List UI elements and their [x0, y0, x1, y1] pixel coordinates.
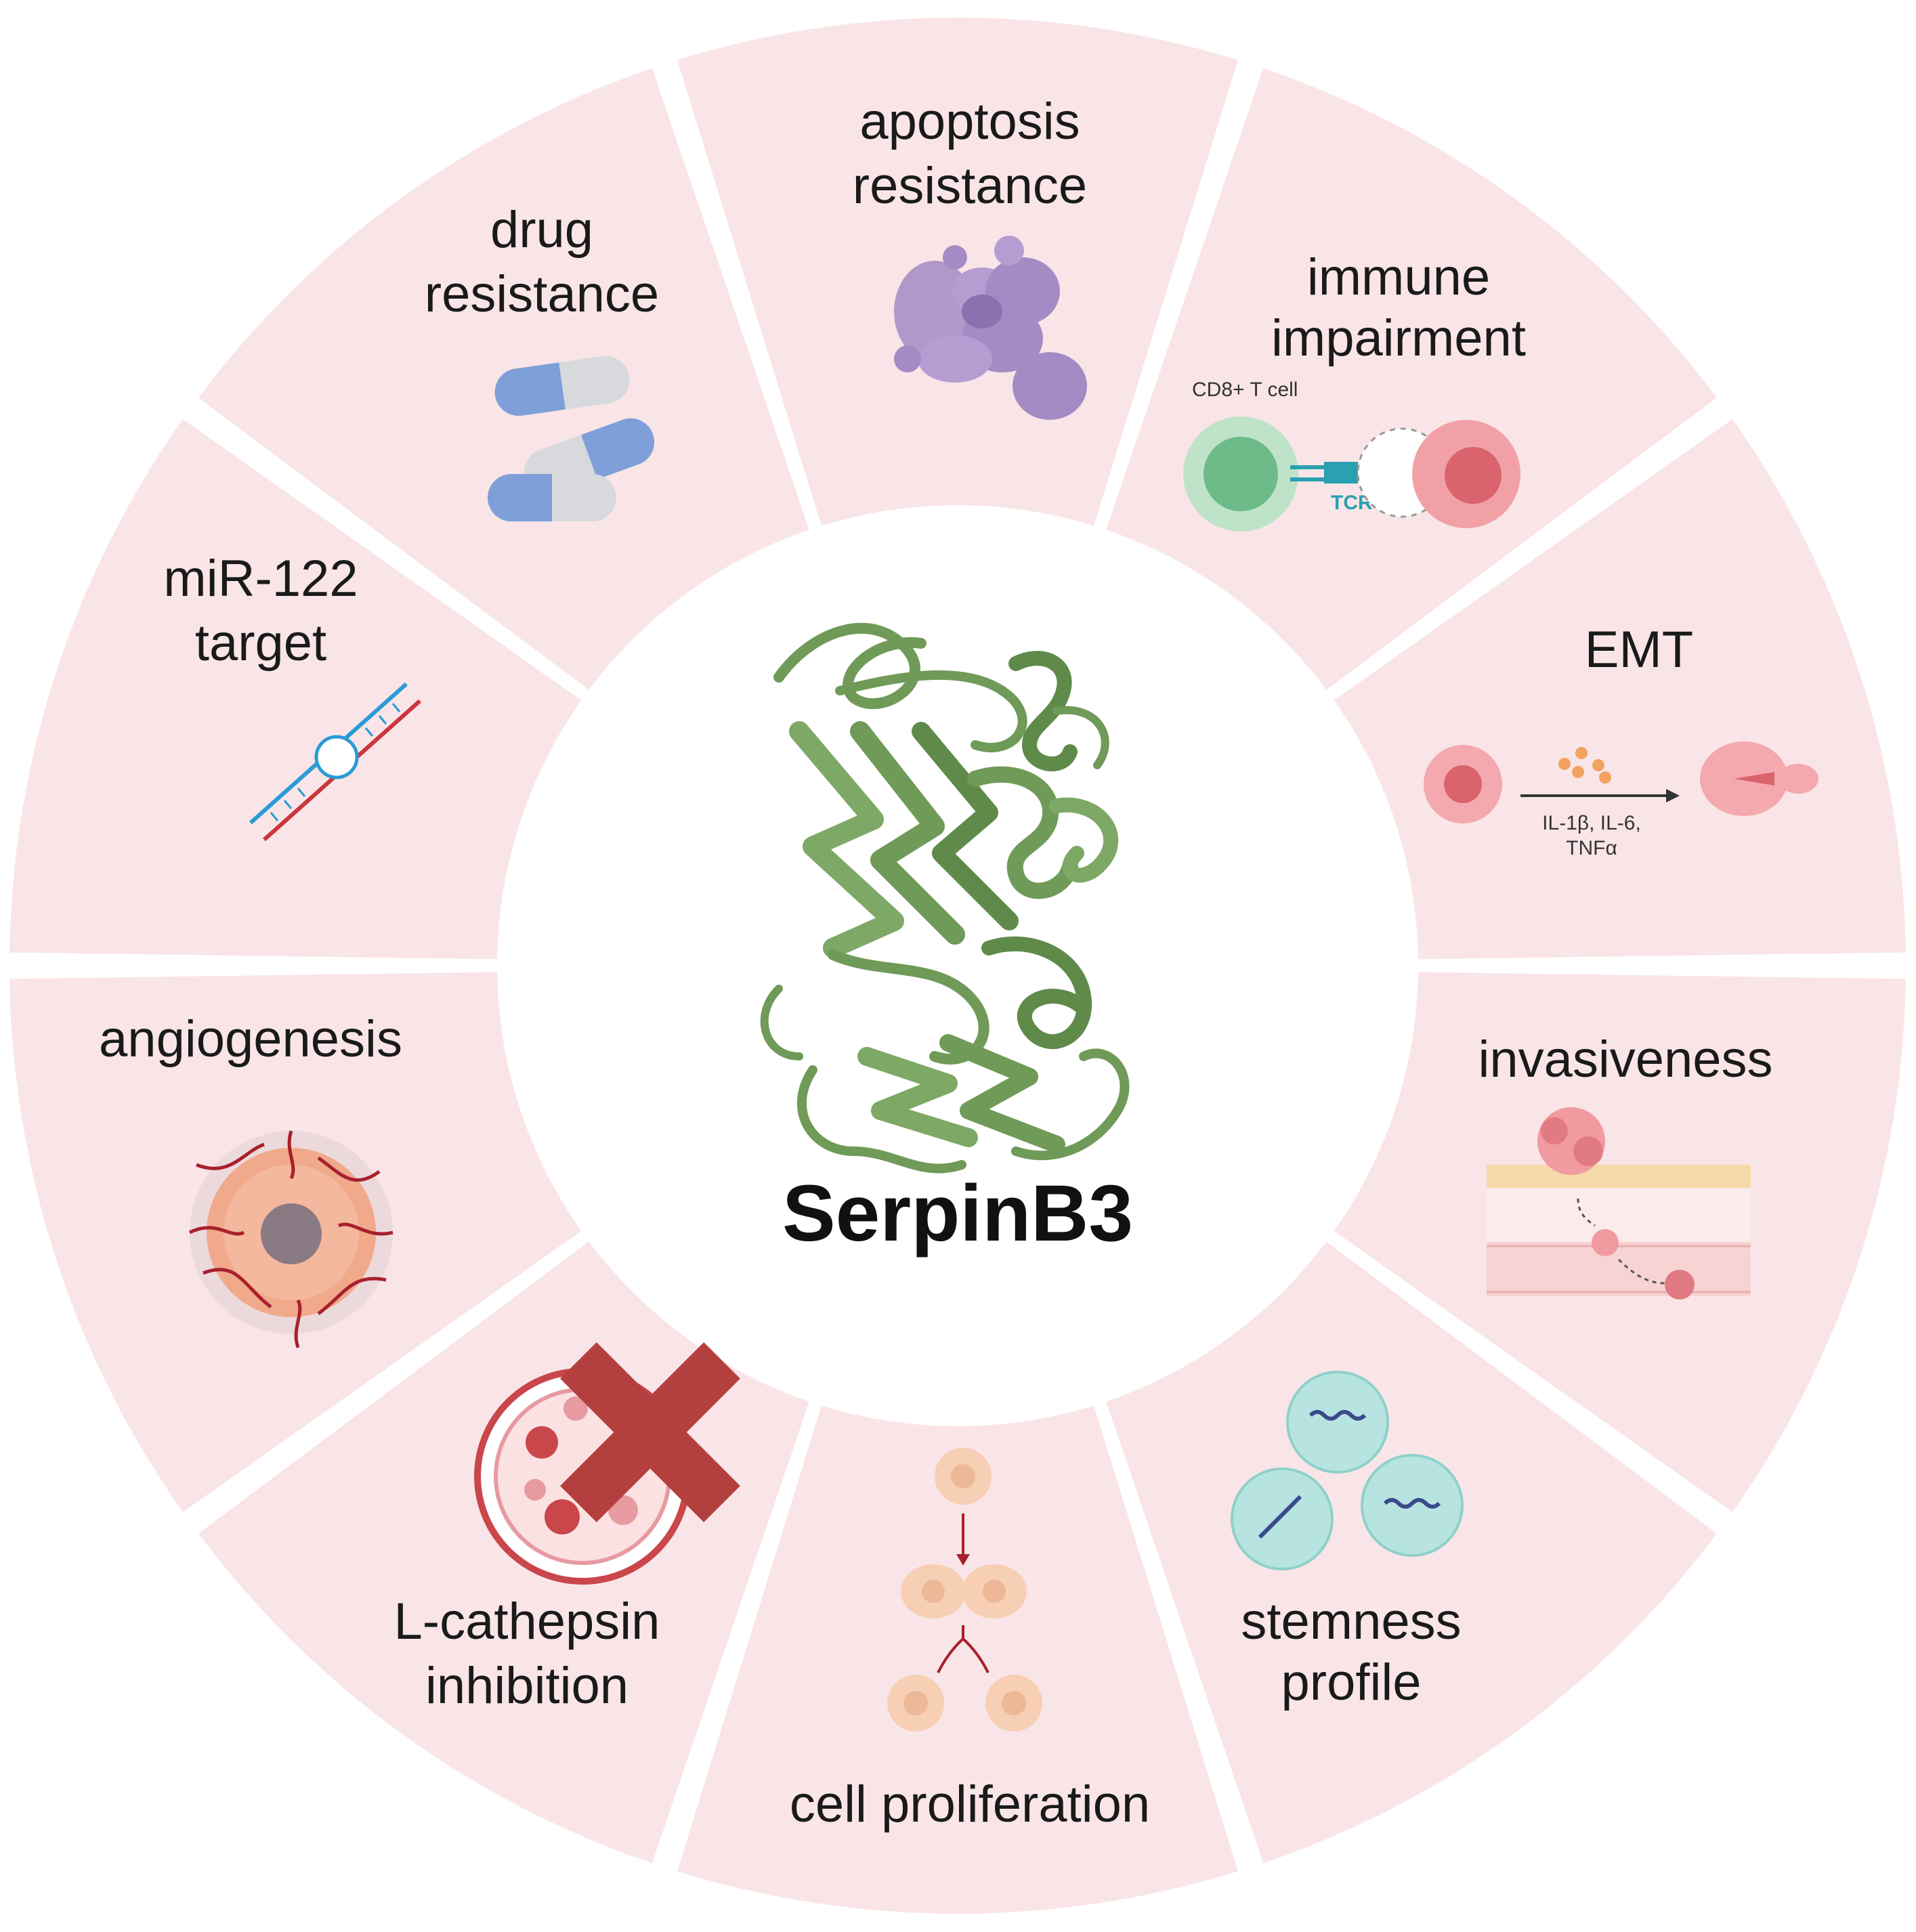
label-emt: EMT [1585, 621, 1693, 679]
label-cd8-tcell: CD8+ T cell [1192, 379, 1298, 401]
label-apoptosis-line1: apoptosis [859, 93, 1080, 150]
label-immune-line2: impairment [1271, 309, 1526, 367]
cell-division-icon [887, 1448, 1042, 1732]
center-circle [504, 512, 1411, 1419]
protein-structure-icon [760, 622, 1130, 1174]
label-cathepsin-line1: L-cathepsin [394, 1593, 660, 1650]
segment-proliferation [677, 1405, 1238, 1914]
apoptotic-cell-icon [894, 236, 1087, 420]
cathepsin-blocked-icon [474, 1342, 740, 1585]
label-stemness-line2: profile [1281, 1654, 1422, 1711]
label-immune-line1: immune [1307, 249, 1490, 306]
center-title: SerpinB3 [782, 1169, 1133, 1258]
label-cathepsin-line2: inhibition [425, 1657, 629, 1715]
rna-duplex-icon [249, 682, 421, 842]
label-emt-cytokines-line2: TNFα [1566, 837, 1617, 859]
label-proliferation: cell proliferation [790, 1776, 1150, 1833]
vascularized-tumor-icon [188, 1130, 393, 1348]
label-stemness-line1: stemness [1241, 1593, 1461, 1650]
tcell-tumor-icon: CD8+ T cell TCR [1183, 379, 1520, 532]
label-mir122-line1: miR-122 [163, 550, 358, 607]
label-emt-cytokines-line1: IL-1β, IL-6, [1542, 812, 1641, 834]
label-apoptosis-line2: resistance [853, 157, 1087, 215]
tcr-receptor-icon [1324, 462, 1358, 484]
cross-icon [560, 1342, 740, 1522]
pills-icon [488, 356, 655, 521]
label-angiogenesis: angiogenesis [99, 1010, 402, 1068]
segment-immune [1106, 68, 1718, 690]
label-drug-line1: drug [490, 201, 593, 259]
segment-mir122 [9, 418, 582, 960]
label-invasiveness: invasiveness [1478, 1031, 1772, 1088]
label-drug-line2: resistance [425, 265, 659, 323]
stem-cells-icon [1231, 1371, 1464, 1570]
label-mir122-line2: target [195, 614, 326, 672]
emt-transition-icon: IL-1β, IL-6, TNFα [1424, 742, 1818, 859]
invasion-icon [1487, 1107, 1751, 1300]
segment-emt [1334, 418, 1906, 960]
segment-labels: apoptosis resistance immune impairment E… [99, 93, 1773, 1833]
